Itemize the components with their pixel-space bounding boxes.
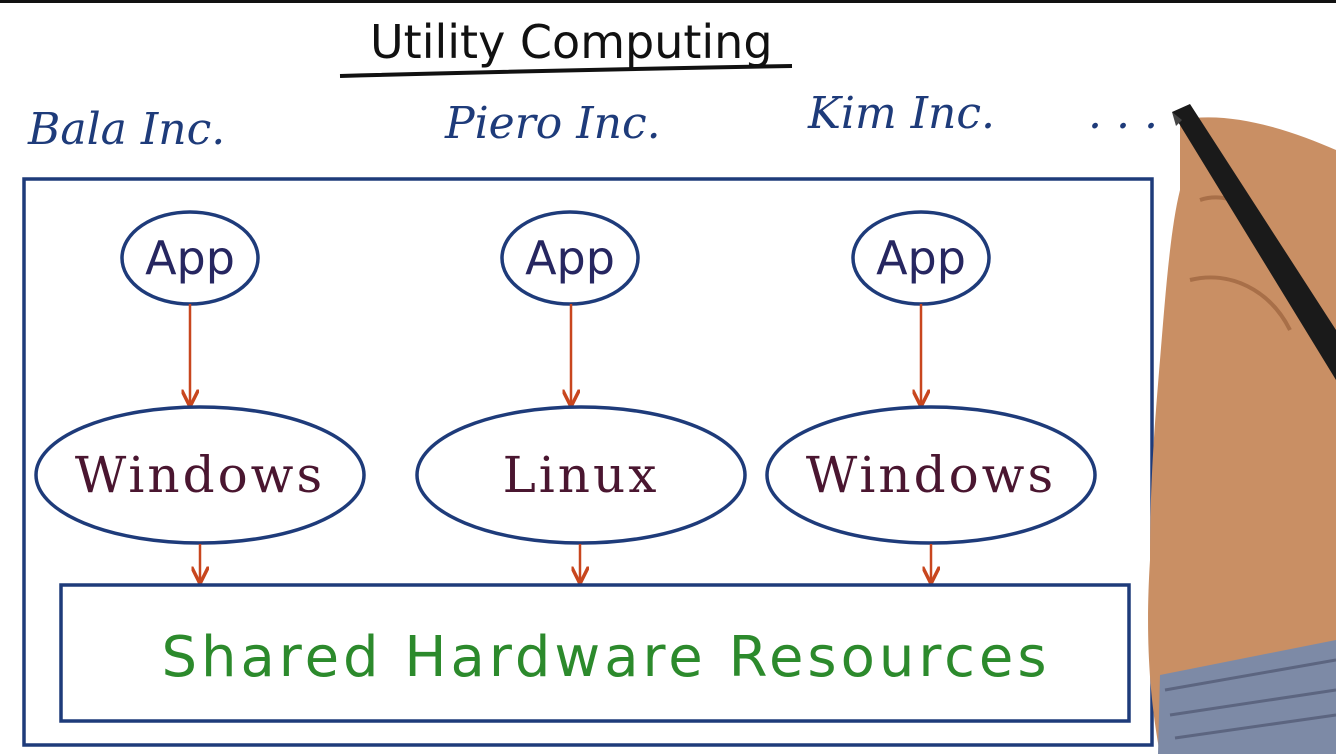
company-label-more: . . . [1088, 88, 1158, 139]
app-label-2: App [525, 231, 615, 285]
company-label-bala: Bala Inc. [27, 104, 225, 155]
os-label-1: Windows [75, 446, 325, 504]
app-node-3: App [851, 210, 991, 306]
app-node-1: App [120, 210, 260, 306]
app-label-3: App [876, 231, 966, 285]
marker-pen-icon [1172, 104, 1336, 380]
os-node-2: Linux [415, 405, 747, 545]
os-label-2: Linux [503, 446, 660, 504]
outer-container-box [22, 177, 1154, 747]
app-node-2: App [500, 210, 640, 306]
presenter-hand-illustration [1148, 104, 1336, 754]
company-label-kim: Kim Inc. [807, 88, 995, 139]
company-label-piero: Piero Inc. [444, 98, 661, 149]
diagram-title: Utility Computing [370, 15, 773, 69]
os-node-3: Windows [765, 405, 1097, 545]
shared-hardware-box [59, 583, 1131, 723]
os-label-3: Windows [806, 446, 1056, 504]
title-underline [339, 64, 793, 78]
os-node-1: Windows [34, 405, 366, 545]
shared-hardware-label: Shared Hardware Resources [161, 625, 1050, 690]
top-border [0, 0, 1336, 3]
app-label-1: App [145, 231, 235, 285]
